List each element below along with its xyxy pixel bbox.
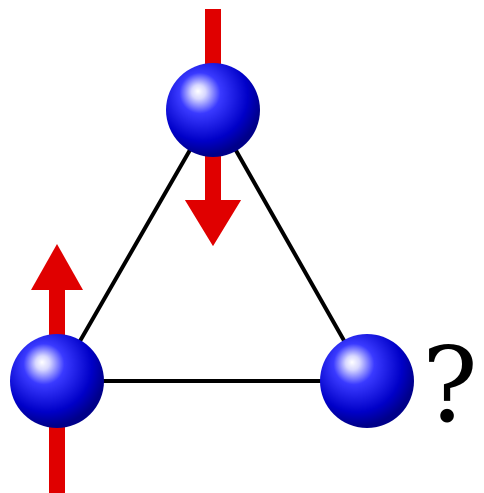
question-mark: ? bbox=[422, 324, 478, 446]
spin-arrow-left-head bbox=[31, 244, 83, 290]
spin-arrow-top-front bbox=[185, 157, 241, 246]
triangle-bonds bbox=[55, 108, 369, 383]
site-sphere-bottom-right bbox=[320, 334, 414, 428]
site-sphere-top bbox=[166, 63, 260, 157]
spin-arrow-top-lower-head bbox=[185, 200, 241, 246]
spin-arrow-left-front bbox=[49, 428, 65, 493]
spin-arrow-top-lower-shaft bbox=[205, 157, 221, 203]
bond-top-right bbox=[211, 108, 369, 383]
spin-sites bbox=[10, 63, 414, 428]
spin-arrow-left-lower-shaft bbox=[49, 428, 65, 493]
site-sphere-bottom-left bbox=[10, 334, 104, 428]
bond-top-left bbox=[55, 108, 215, 383]
